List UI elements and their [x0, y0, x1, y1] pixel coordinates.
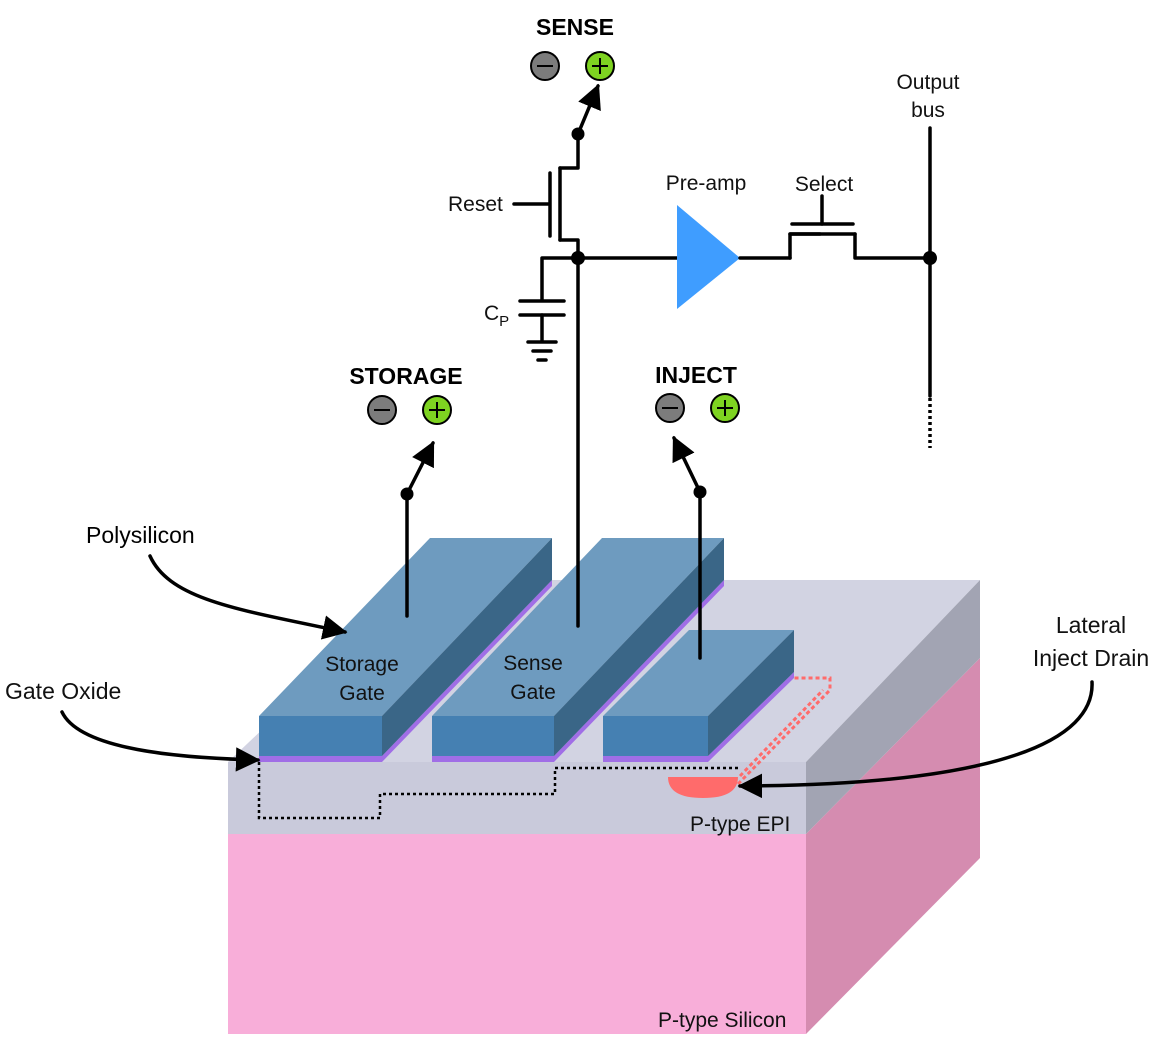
sense-gate-side [554, 538, 724, 756]
lateral-inject-drain-label-line2: Inject Drain [1033, 645, 1149, 671]
silicon-side-face [806, 658, 980, 1034]
lateral-inject-drain-label-line1: Lateral [1056, 612, 1126, 638]
storage-switch-arm [405, 440, 435, 496]
cp-label-subscript: P [499, 313, 509, 330]
storage-gate-label-line2: Gate [339, 682, 385, 705]
reset-transistor [512, 132, 580, 260]
cp-top-lead [540, 256, 580, 302]
select-label: Select [795, 173, 854, 196]
storage-plus-terminal [422, 395, 452, 425]
inject-plus-terminal [710, 393, 740, 423]
lateral-inject-drain [668, 777, 738, 798]
polysilicon-callout-arrow [148, 554, 348, 640]
inject-gate-side [708, 630, 794, 756]
inject-minus-terminal [655, 393, 685, 423]
cp-label: CP [484, 302, 509, 330]
silicon-front-face [228, 834, 806, 1034]
output-bus-label-line1: Output [896, 71, 959, 94]
inject-terminal-label: INJECT [655, 362, 737, 388]
silicon-label: P-type Silicon [658, 1009, 786, 1032]
select-drain [853, 232, 932, 260]
drain-channel-outline [736, 676, 832, 786]
select-source [788, 232, 822, 260]
epi-front-face [228, 762, 806, 834]
reset-drain-lead [558, 132, 580, 170]
gate-oxide-label: Gate Oxide [5, 678, 121, 704]
storage-minus-terminal [367, 395, 397, 425]
sense-plus-terminal [585, 51, 615, 81]
polysilicon-label: Polysilicon [86, 522, 195, 548]
sense-gate-label-line2: Gate [510, 681, 556, 704]
lateral-inject-drain-callout-arrow [737, 680, 1094, 799]
select-transistor [788, 194, 932, 260]
storage-gate-label-line1: Storage [325, 653, 399, 676]
inject-gate-front [603, 716, 708, 756]
epi-label: P-type EPI [690, 813, 790, 836]
potential-well-outline [257, 762, 738, 820]
inject-gate [603, 630, 794, 762]
inject-gate-top [603, 630, 794, 716]
inject-switch-arm [672, 435, 702, 494]
storage-gate-top [259, 538, 552, 716]
preamp-triangle [677, 205, 740, 309]
storage-terminal-label: STORAGE [349, 363, 462, 389]
epi-side-face [806, 580, 980, 834]
sense-minus-terminal [530, 51, 560, 81]
sense-gate-front [432, 716, 554, 756]
output-bus-node [923, 251, 937, 265]
sense-terminal-label: SENSE [536, 14, 614, 40]
gate-oxide-callout-arrow [60, 710, 261, 772]
sense-switch-arm [576, 83, 601, 136]
sense-gate-label-line1: Sense [503, 652, 563, 675]
preamp-label: Pre-amp [666, 172, 747, 195]
storage-gate-side [382, 538, 552, 756]
reset-label: Reset [448, 193, 503, 216]
storage-gate [259, 538, 552, 762]
output-bus-label-line2: bus [911, 99, 945, 122]
parasitic-capacitor [518, 256, 580, 362]
storage-gate-front [259, 716, 382, 756]
